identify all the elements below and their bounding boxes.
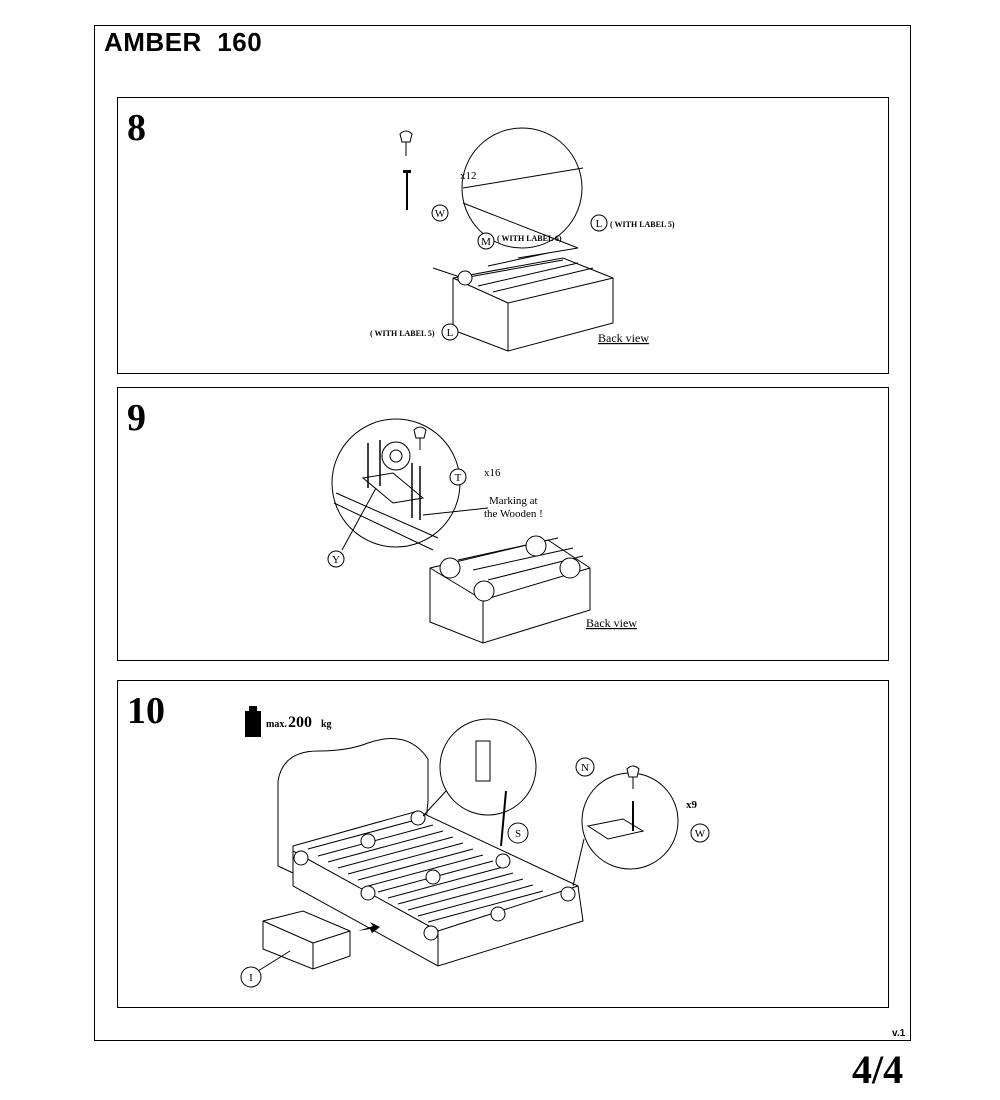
step-number: 8 [127,107,146,149]
arrow-icon [358,922,380,933]
screw-icon [403,170,411,210]
part-label: L [447,327,454,339]
note-line: the Wooden ! [484,508,543,520]
callout-circle [473,580,495,602]
detail-circle [581,772,679,870]
screwdriver-icon [399,130,413,156]
callout-circle [457,270,473,286]
frame-box-drawing [452,247,614,352]
part-M-callout [477,232,495,250]
step-8-panel: 8 W x12 M ( WIT [117,97,889,374]
callout-circle [559,557,581,579]
frame-box-drawing [429,537,591,644]
part-L-callout [441,323,459,341]
step-number: 10 [127,690,165,732]
part-Y-callout [327,550,345,568]
part-L-callout [590,214,608,232]
callout-circle [525,535,547,557]
step-8-illustration: W x12 M ( WITH LABEL 6) L ( WITH LABEL 5… [370,127,675,352]
step-10-illustration: max. 200 kg [240,706,710,988]
part-label: M [481,236,491,248]
part-N-callout [575,757,595,777]
view-label: Back view [586,616,637,630]
screw-icon [367,440,421,520]
part-label: N [581,762,589,774]
part-I-callout [240,966,262,988]
version-label: v.1 [892,1028,906,1039]
weight-icon [245,706,261,737]
bed-drawing [277,738,584,967]
load-unit: kg [321,719,332,730]
bracket-drawing [361,472,425,504]
step-9-panel: 9 T x16 Marking at the Wooden ! Y [117,387,889,661]
page-frame [94,25,911,1041]
part-label: L [596,218,603,230]
screwdriver-icon [413,426,427,450]
quantity-label: x16 [484,467,501,479]
step-number: 9 [127,397,146,439]
part-label: W [695,828,706,840]
part-S-callout [507,822,529,844]
label-note: ( WITH LABEL 6) [497,234,562,243]
part-label: I [249,972,253,984]
screwdriver-icon [626,765,640,789]
document-title: AMBER 160 [104,27,263,57]
part-label: T [455,472,462,484]
load-prefix: max. [266,719,287,730]
quantity-label: x12 [460,170,477,182]
callout-circle [439,557,461,579]
part-label: S [515,828,521,840]
load-value: 200 [288,714,312,731]
page-number: 4/4 [852,1047,904,1092]
part-W-callout [431,204,449,222]
part-T-callout [449,468,467,486]
part-W-callout [690,823,710,843]
part-label: W [435,208,446,220]
step-10-panel: 10 max. 200 kg [117,680,889,1008]
quantity-label: x9 [686,799,698,811]
label-note: ( WITH LABEL 5) [610,220,675,229]
part-label: Y [332,554,340,566]
view-label: Back view [598,331,649,345]
detail-circle [461,127,583,249]
note-line: Marking at [489,495,538,507]
label-note: ( WITH LABEL 5) [370,329,435,338]
step-9-illustration: T x16 Marking at the Wooden ! Y Back vie… [327,418,637,644]
